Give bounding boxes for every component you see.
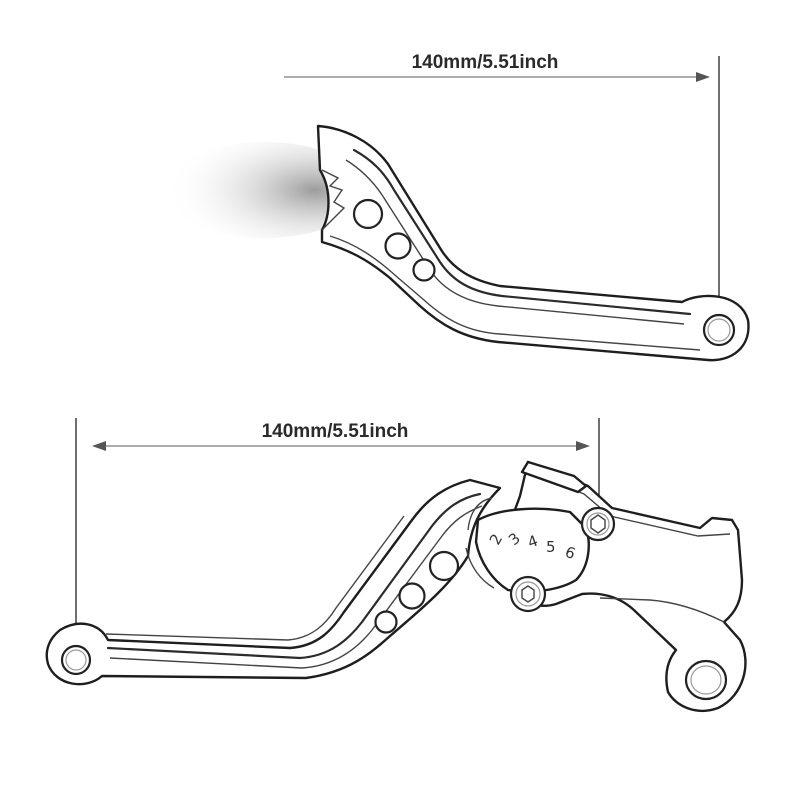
bottom-lever-groove xyxy=(106,492,482,660)
bottom-dimension-arrowhead-left xyxy=(92,441,106,451)
bottom-lever-end-hole-inner xyxy=(65,649,87,671)
dial-number: 5 xyxy=(546,538,556,556)
top-lever-body xyxy=(316,124,750,362)
adjuster-knob-rim xyxy=(465,497,495,589)
top-dimension-label: 140mm/5.51inch xyxy=(412,52,559,73)
top-lever-hole-small xyxy=(412,258,436,282)
top-lever-hole-large xyxy=(352,198,384,230)
top-lever-groove xyxy=(352,148,692,316)
bottom-lever-hole-small xyxy=(374,610,398,634)
bottom-lever: 140mm/5.51inch 2 3 4 5 6 xyxy=(45,418,747,713)
bottom-dimension-label: 140mm/5.51inch xyxy=(262,421,409,442)
bottom-lever-mount-hole-inner xyxy=(690,665,722,695)
upper-pivot-bolt xyxy=(580,506,616,542)
top-lever-motion-blur xyxy=(165,142,365,238)
bottom-lever-groove-inner xyxy=(109,505,483,669)
adjuster-dial-plate xyxy=(474,507,590,593)
bottom-lever-hole-large xyxy=(428,550,460,582)
bottom-lever-top-bevel xyxy=(105,515,405,641)
top-lever: 140mm/5.51inch xyxy=(165,52,750,362)
bottom-lever-mount-hole xyxy=(684,659,728,701)
top-lever-pivot-hole-inner xyxy=(707,318,731,342)
top-dimension-arrowhead xyxy=(696,72,710,82)
lower-adjuster-bolt xyxy=(509,575,547,613)
bottom-dimension-arrowhead-right xyxy=(576,441,590,451)
top-lever-edge-bevel xyxy=(329,235,701,351)
bottom-lever-top-tab xyxy=(520,460,588,494)
top-lever-hole-medium xyxy=(384,232,412,260)
bottom-lever-bracket-edge xyxy=(599,597,725,623)
bottom-lever-hole-medium xyxy=(398,582,426,610)
bottom-lever-arm xyxy=(45,478,502,686)
top-lever-break-edge xyxy=(321,169,346,231)
